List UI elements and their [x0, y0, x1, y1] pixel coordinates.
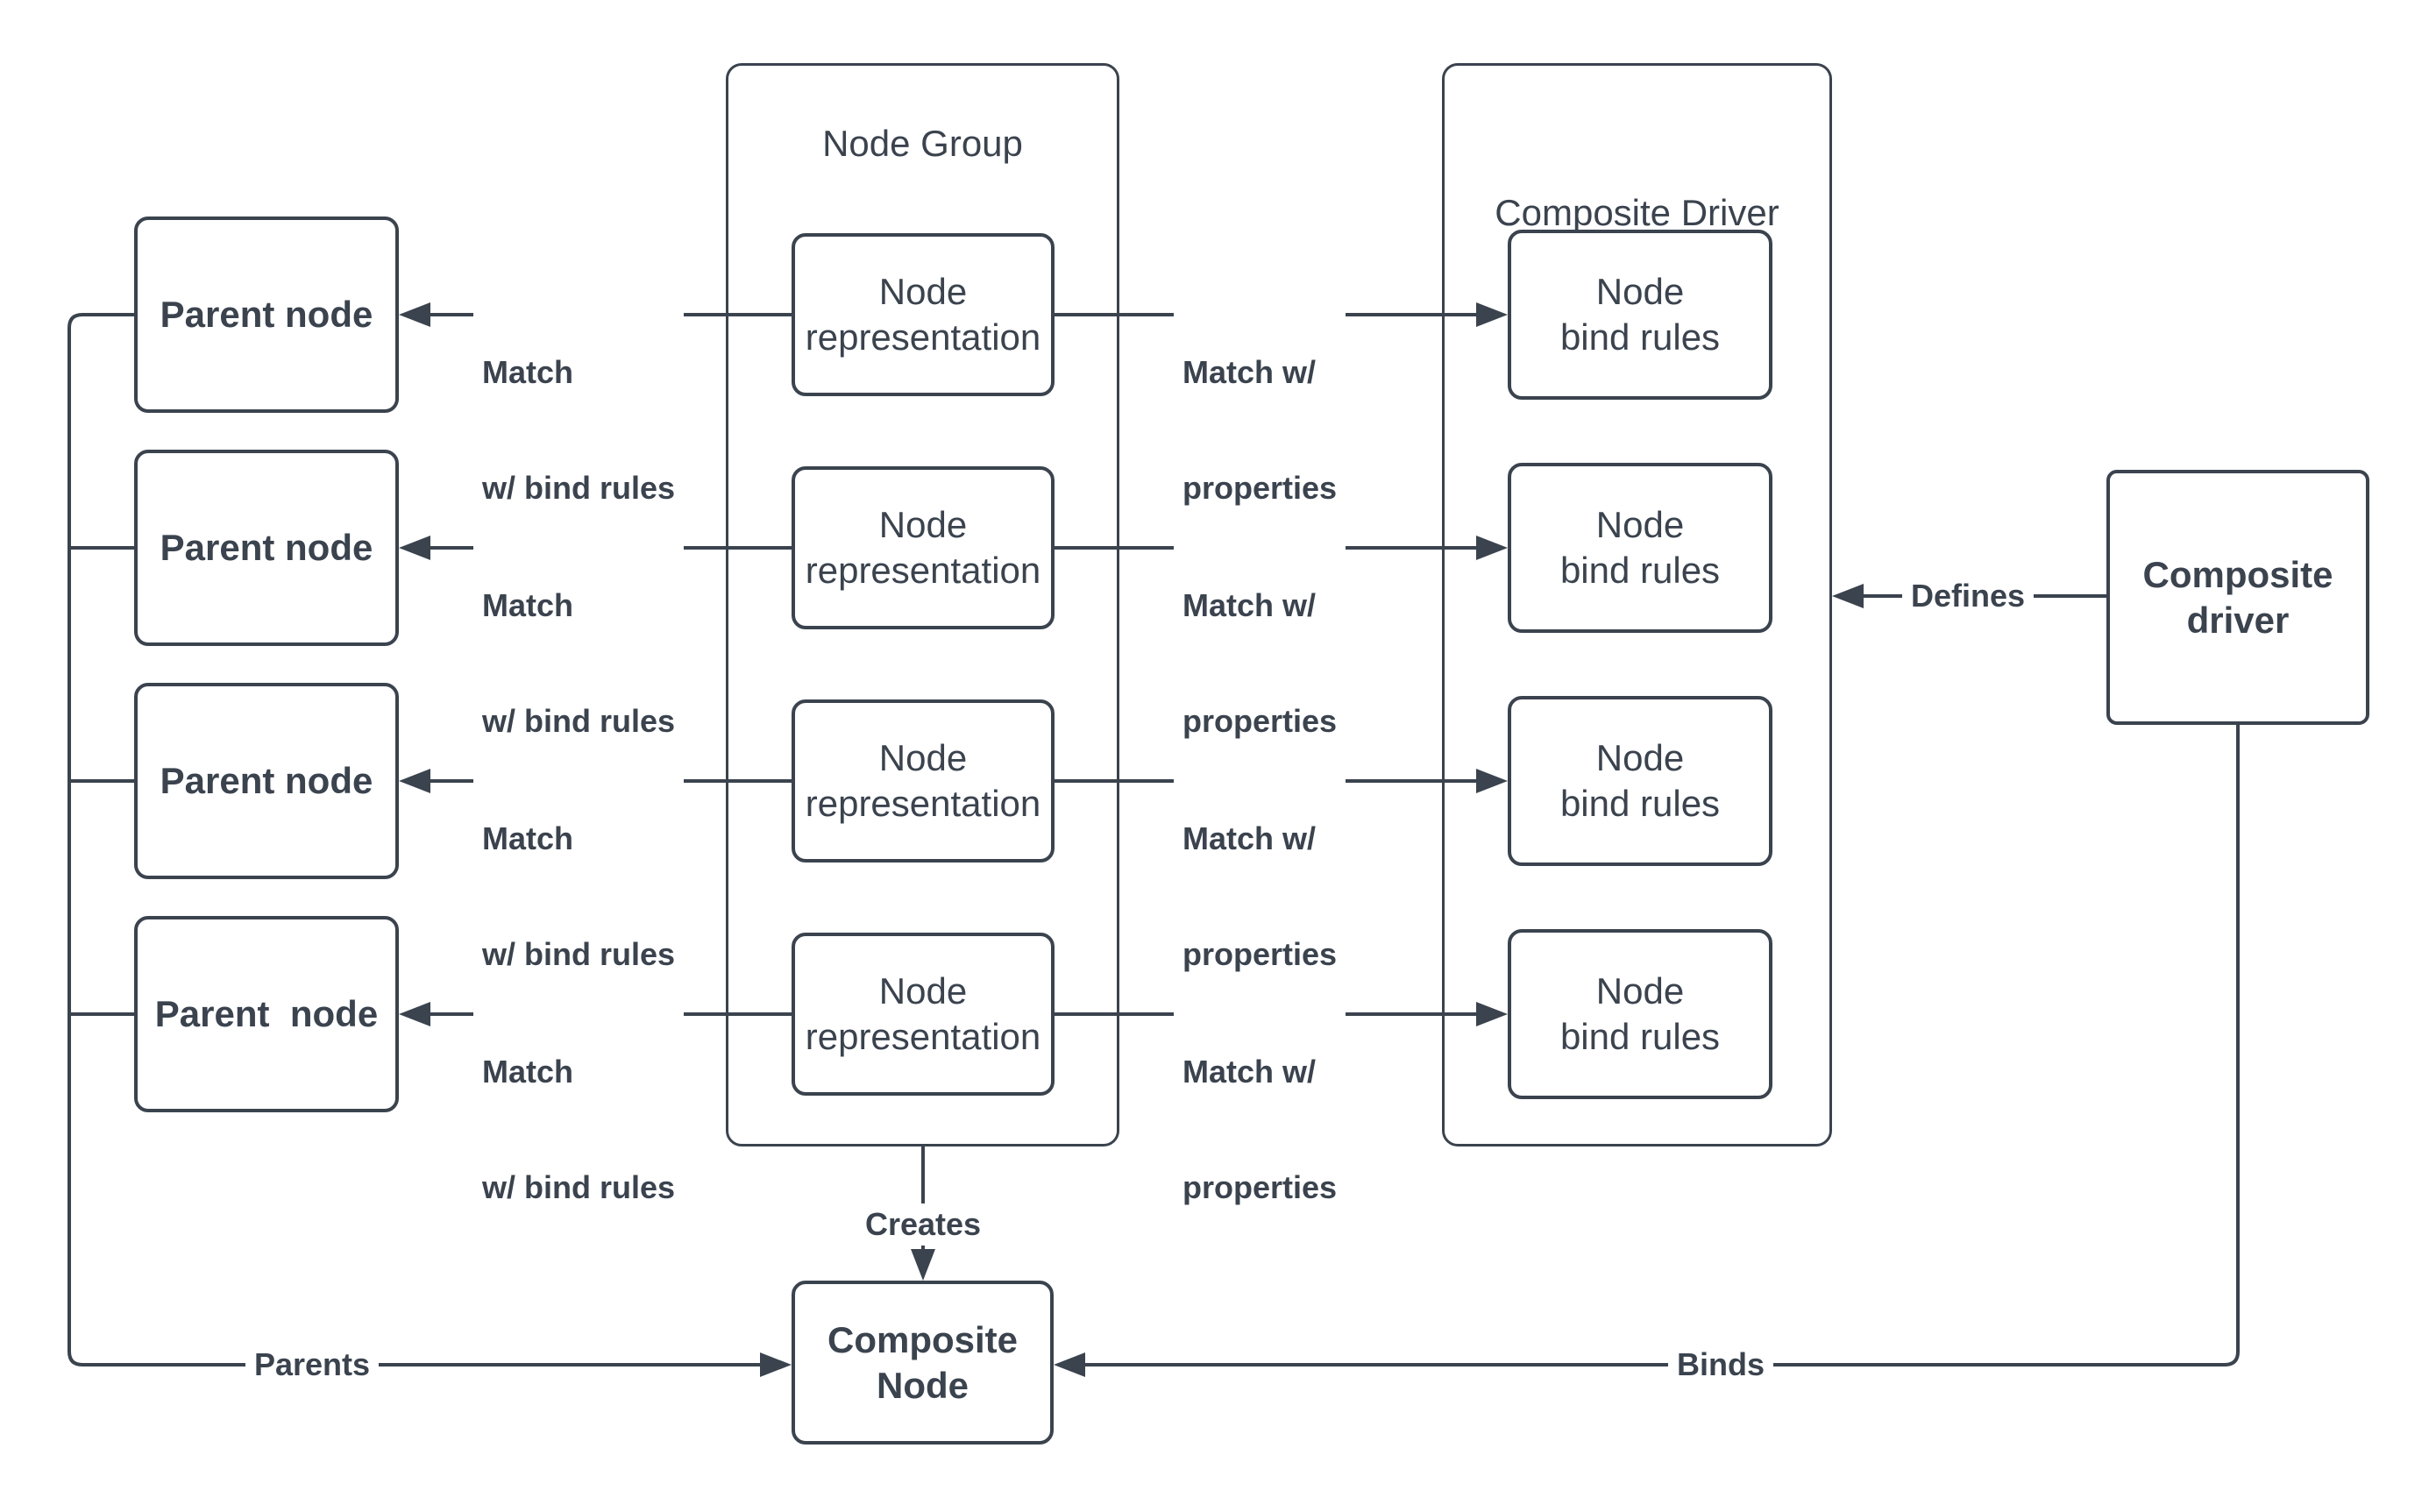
arrowhead-left-row4: [399, 1002, 430, 1026]
arrowhead-right-row4: [1476, 1002, 1508, 1026]
node-representation-label-3b: representation: [805, 783, 1041, 824]
edge-parents: [67, 313, 760, 1366]
node-bind-rules-box-3: Node bind rules: [1508, 696, 1772, 866]
parent-node-box-3: Parent node: [134, 683, 399, 879]
node-bind-rules-label-2b: bind rules: [1559, 550, 1721, 591]
composite-node-label-line2: Node: [877, 1364, 969, 1406]
node-bind-rules-label-3a: Node: [1595, 737, 1685, 778]
node-group-container: Node Group: [726, 63, 1119, 1146]
node-representation-label-4b: representation: [805, 1016, 1041, 1057]
node-representation-label-3a: Node: [878, 737, 968, 778]
arrowhead-parents: [760, 1352, 792, 1377]
edge-label-binds: Binds: [1667, 1344, 1774, 1386]
node-bind-rules-box-4: Node bind rules: [1508, 929, 1772, 1099]
arrowhead-defines: [1832, 584, 1864, 608]
edge-label-match-bind-rules-4: Match w/ bind rules: [473, 974, 685, 1286]
composite-driver-label-line1: Composite: [2142, 553, 2333, 595]
bind-rules-title-line1: Composite Driver: [1495, 192, 1779, 233]
node-representation-box-4: Node representation: [792, 933, 1055, 1096]
composite-node-label-line1: Composite: [827, 1318, 1018, 1360]
node-representation-label-1a: Node: [878, 271, 968, 312]
node-bind-rules-box-2: Node bind rules: [1508, 463, 1772, 633]
composite-driver-label-line2: driver: [2186, 599, 2290, 641]
arrowhead-left-row2: [399, 536, 430, 560]
parent-node-box-2: Parent node: [134, 450, 399, 646]
composite-driver-box: Composite driver: [2106, 470, 2369, 725]
arrowhead-binds: [1054, 1352, 1085, 1377]
parent-node-label-3: Parent node: [160, 760, 373, 801]
node-representation-box-3: Node representation: [792, 699, 1055, 862]
parent-node-label-2: Parent node: [160, 527, 373, 568]
arrowhead-left-row1: [399, 302, 430, 327]
edge-binds: [1085, 725, 2240, 1366]
node-bind-rules-label-1b: bind rules: [1559, 316, 1721, 358]
node-bind-rules-label-3b: bind rules: [1559, 783, 1721, 824]
arrowhead-right-row2: [1476, 536, 1508, 560]
node-representation-box-1: Node representation: [792, 233, 1055, 396]
node-bind-rules-box-1: Node bind rules: [1508, 230, 1772, 400]
node-bind-rules-label-4a: Node: [1595, 970, 1685, 1012]
edge-label-match-properties-4: Match w/ properties: [1174, 974, 1346, 1286]
node-representation-label-2a: Node: [878, 504, 968, 545]
edge-label-creates: Creates: [856, 1203, 991, 1246]
node-bind-rules-label-1a: Node: [1595, 271, 1685, 312]
parent-node-label-4: Parent node: [154, 993, 379, 1034]
arrowhead-creates: [911, 1249, 935, 1281]
arrowhead-right-row1: [1476, 302, 1508, 327]
edge-label-defines: Defines: [1901, 575, 2035, 617]
parent-node-box-4: Parent node: [134, 916, 399, 1112]
node-representation-label-4a: Node: [878, 970, 968, 1012]
parent-node-label-1: Parent node: [160, 294, 373, 335]
node-representation-label-1b: representation: [805, 316, 1041, 358]
node-bind-rules-label-4b: bind rules: [1559, 1016, 1721, 1057]
node-representation-label-2b: representation: [805, 550, 1041, 591]
node-group-title: Node Group: [822, 123, 1023, 164]
node-bind-rules-label-2a: Node: [1595, 504, 1685, 545]
arrowhead-left-row3: [399, 769, 430, 793]
parent-node-box-1: Parent node: [134, 217, 399, 413]
edge-label-parents: Parents: [245, 1344, 380, 1386]
composite-node-box: Composite Node: [792, 1281, 1054, 1445]
arrowhead-right-row3: [1476, 769, 1508, 793]
node-representation-box-2: Node representation: [792, 466, 1055, 629]
